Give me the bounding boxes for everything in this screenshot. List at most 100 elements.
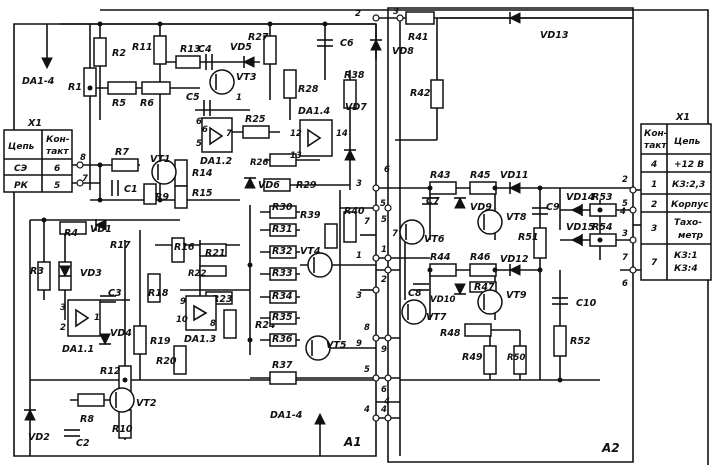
pin-da1-2-5: 5 [196, 139, 202, 149]
resistor-r35 [269, 311, 297, 325]
connector-right-row-1-contact: 4 [650, 160, 657, 170]
label-r12: R12 [100, 366, 121, 377]
connector-left-row-2-circuit: РК [14, 181, 29, 191]
resistor-r54 [589, 233, 617, 247]
transistor-vt7: VT7 [401, 299, 447, 325]
opamps: DA1.1 3 2 1 DA1.2 6 5 7 DA1.3 9 10 8 DA1… [60, 106, 348, 355]
label-da1-3: DA1.3 [184, 334, 216, 345]
label-r2: R2 [112, 48, 126, 59]
transistor-vt3: VT3 [209, 69, 257, 95]
label-r17: R17 [110, 240, 131, 251]
diode-vd1: VD1 [90, 219, 112, 235]
label-c1: C1 [124, 184, 138, 195]
label-r23: R23 [212, 294, 233, 305]
resistor-r22 [199, 265, 227, 277]
label-vd15: VD15 [566, 222, 595, 233]
label-r8: R8 [80, 414, 94, 425]
transistor-vt8: VT8 [477, 209, 527, 235]
resistor-r52 [553, 325, 567, 357]
pin-da1-1-3: 3 [60, 303, 66, 313]
connector-right-row-3-contact: 2 [651, 200, 657, 210]
connector-right-x1: X1 Кон- такт Цепь 4 +12 В 1 КЗ:2,3 2 Кор… [640, 112, 712, 281]
diode-vd3: VD3 [59, 265, 102, 279]
capacitor-c8: C8 [408, 283, 429, 299]
resistor-r34 [269, 290, 297, 304]
resistor-r25 [242, 125, 270, 139]
capacitor-c4: C4 [198, 44, 213, 70]
resistor-r42 [430, 79, 444, 109]
label-vd13: VD13 [540, 30, 569, 41]
diode-vd11: VD11 [500, 170, 528, 194]
label-vd14: VD14 [566, 192, 595, 203]
label-r37: R37 [272, 360, 293, 371]
pin-a2-6: 6 [381, 385, 387, 395]
label-r25: R25 [245, 114, 266, 125]
outer-frame [100, 9, 709, 465]
pin-a1-left-8: 8 [80, 153, 86, 163]
label-r10: R10 [112, 424, 133, 435]
label-da1-1: DA1.1 [62, 344, 94, 355]
connector-left-row-1-circuit: СЭ [14, 164, 28, 174]
resistor-r40 [343, 211, 357, 243]
diode-vd8: VD8 [370, 38, 414, 57]
resistor-r6 [141, 81, 171, 95]
pin-vt3-1b: 1 [236, 93, 242, 103]
pin-a2r-2: 2 [622, 175, 628, 185]
connector-left-header-contact-2: такт [46, 147, 69, 157]
resistor-r20 [173, 345, 187, 375]
resistor-r36 [269, 333, 297, 347]
resistor-r26 [269, 153, 297, 167]
transistor-vt9: VT9 [477, 289, 527, 315]
pin-da1-2-6: 6 [196, 117, 202, 127]
label-r40: R40 [344, 206, 365, 217]
pin-a1-5b: 5 [364, 365, 370, 375]
label-vd6: VD6 [258, 180, 280, 191]
label-r48: R48 [440, 328, 461, 339]
label-r38: R38 [344, 70, 365, 81]
capacitor-c10: C10 [552, 297, 597, 309]
label-vd8: VD8 [392, 46, 414, 57]
resistor-r38 [343, 79, 357, 109]
wiring [29, 17, 641, 456]
label-r7: R7 [115, 147, 129, 158]
label-vd7: VD7 [345, 102, 367, 113]
connector-left-x1: X1 Цепь Кон- такт СЭ 6 РК 5 [3, 118, 73, 193]
label-vd10: VD10 [430, 295, 456, 305]
resistor-r31 [269, 223, 297, 237]
label-r42: R42 [410, 88, 431, 99]
pin-a1-8b: 8 [364, 323, 370, 333]
capacitor-c7: C7 [422, 196, 440, 207]
diode-vd6: VD6 [244, 176, 280, 191]
label-vt1: VT1 [150, 154, 170, 165]
pin-a1-4: 4 [363, 405, 370, 415]
diode-vd14: VD14 [566, 192, 595, 216]
diode-vd4: VD4 [99, 328, 132, 346]
label-r26: R26 [250, 158, 268, 168]
label-power-top: DA1-4 [22, 76, 55, 87]
resistor-r28 [283, 69, 297, 99]
resistor-r32 [269, 245, 297, 259]
resistor-r24 [223, 309, 237, 339]
power-arrow-top: DA1-4 [22, 57, 55, 87]
capacitor-c1: C1 [111, 180, 138, 196]
label-vt7: VT7 [426, 312, 447, 323]
label-r33: R33 [272, 268, 293, 279]
label-c6: C6 [340, 38, 354, 49]
label-r11: R11 [132, 42, 153, 53]
label-r3: R3 [30, 266, 44, 277]
label-r5: R5 [112, 98, 126, 109]
connector-left-header-circuit: Цепь [8, 142, 35, 152]
resistor-r2 [93, 37, 107, 67]
resistor-r5 [107, 81, 137, 95]
pin-da1-1-1: 1 [94, 313, 100, 323]
pin-da1-2-7: 7 [226, 129, 232, 139]
label-vt5: VT5 [326, 340, 347, 351]
pin-a2r-4: 4 [619, 207, 626, 217]
resistor-r11 [153, 35, 167, 65]
pin-a2-7: 7 [392, 229, 398, 239]
label-r47: R47 [474, 282, 495, 293]
opamp-da1-4: DA1.4 12 13 14 [290, 106, 348, 161]
label-module-a1: A1 [343, 435, 362, 449]
transistors: VT1 VT2 VT3 VT4 VT5 VT6 [109, 69, 527, 413]
resistor-r53 [589, 203, 617, 217]
